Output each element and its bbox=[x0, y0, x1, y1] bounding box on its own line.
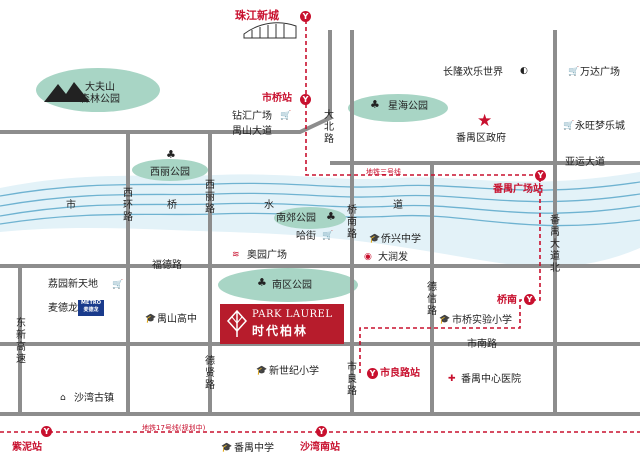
shawan-town-label: 沙湾古镇 bbox=[74, 393, 114, 404]
panyu-gov-label: 番禺区政府 bbox=[456, 133, 506, 144]
fude-road-label: 福德路 bbox=[152, 260, 182, 271]
nanqu-park-label: 南区公园 bbox=[272, 280, 312, 291]
shopping-cart-icon: 🛒 bbox=[280, 111, 292, 121]
park-tree-icon: ♣ bbox=[166, 148, 176, 161]
panyu-hospital-label: 番禺中心医院 bbox=[461, 374, 521, 385]
dexin-road-label: 德信路 bbox=[427, 282, 437, 317]
yayun-road-label: 亚运大道 bbox=[565, 157, 605, 168]
xinghai-park-area bbox=[348, 94, 448, 122]
shopping-cart-icon: 🛒 bbox=[112, 280, 124, 290]
aoyuan-logo-icon: ≋ bbox=[232, 250, 240, 260]
shopping-cart-icon: 🛒 bbox=[568, 67, 580, 77]
xihuan-road-label: 西环路 bbox=[123, 188, 133, 223]
shopping-cart-icon: 🛒 bbox=[322, 231, 334, 241]
liyuan-label: 荔园新天地 bbox=[48, 279, 98, 290]
panda-icon: ◐ bbox=[520, 66, 528, 76]
zini-station-label: 紫泥站 bbox=[12, 442, 42, 453]
park-tree-icon: ♣ bbox=[257, 276, 267, 289]
metro-station-icon: Y bbox=[367, 368, 378, 379]
graduation-cap-icon: 🎓 bbox=[369, 234, 381, 244]
metro-station-icon: Y bbox=[535, 170, 546, 181]
qiaonan-road-label: 桥南路 bbox=[347, 205, 357, 240]
shiqiao-station-label: 市桥站 bbox=[262, 93, 292, 104]
river-label-shui: 水 bbox=[264, 200, 274, 211]
xili-park-area bbox=[132, 159, 208, 181]
shiqiao-exp-school-label: 市桥实验小学 bbox=[452, 315, 512, 326]
river-waves bbox=[0, 181, 640, 227]
dadunfa-logo-icon: ◉ bbox=[364, 252, 372, 262]
dexian-road-label: 德贤路 bbox=[205, 356, 215, 391]
graduation-cap-icon: 🎓 bbox=[145, 314, 157, 324]
panyu-square-station-label: 番禺广场站 bbox=[493, 184, 543, 195]
dabei-road-label: 大北路 bbox=[324, 110, 334, 145]
river-label-shi: 市 bbox=[66, 200, 76, 211]
shiliang-station-label: 市良路站 bbox=[380, 368, 420, 379]
metro-station-icon: Y bbox=[300, 11, 311, 22]
park-tree-icon: ♣ bbox=[326, 210, 336, 223]
dadunfa-label: 大润发 bbox=[378, 252, 408, 263]
metro-station-icon: Y bbox=[300, 94, 311, 105]
park-tree-icon: ♣ bbox=[370, 98, 380, 111]
brand-name-cn: 时代柏林 bbox=[252, 324, 309, 338]
landmark-icon: ⌂ bbox=[60, 393, 66, 403]
xinshiji-school-label: 新世纪小学 bbox=[269, 366, 319, 377]
wanda-label: 万达广场 bbox=[580, 67, 620, 78]
nanjiao-park-label: 南郊公园 bbox=[276, 213, 316, 224]
yongwang-label: 永旺梦乐城 bbox=[575, 121, 625, 132]
shawan-south-station-label: 沙湾南站 bbox=[300, 442, 340, 453]
shinan-road-label: 市南路 bbox=[467, 339, 497, 350]
shiliang-road-label: 市良路 bbox=[347, 362, 357, 397]
hajie-label: 哈街 bbox=[296, 231, 316, 242]
park-laurel-marker: PARK LAUREL 时代柏林 bbox=[220, 304, 344, 344]
graduation-cap-icon: 🎓 bbox=[439, 315, 451, 325]
dafushan-label: 大夫山 森林公园 bbox=[80, 82, 120, 105]
hospital-cross-icon: ✚ bbox=[448, 374, 456, 384]
river-label-dao: 道 bbox=[393, 200, 403, 211]
xili-road-label: 西丽路 bbox=[205, 180, 215, 215]
line17-label: 地铁17号线(规划中) bbox=[142, 424, 206, 432]
metro-station-icon: Y bbox=[41, 426, 52, 437]
zhujiang-building-icon bbox=[243, 22, 297, 39]
mountain-icon bbox=[44, 82, 90, 102]
qiaonan-station-label: 桥南 bbox=[497, 295, 517, 306]
zhoushan-school-label: 禺山高中 bbox=[157, 314, 197, 325]
panyu-school-label: 番禺中学 bbox=[234, 443, 274, 454]
government-star-icon: ★ bbox=[477, 111, 493, 131]
panyu-dadao-north-label: 番禺大道北 bbox=[550, 215, 560, 274]
line3-label: 地铁三号线 bbox=[366, 168, 401, 176]
nanjiao-park-area bbox=[274, 207, 346, 229]
park-laurel-logo-icon bbox=[226, 309, 248, 337]
zhoushan-dadao-label: 禺山大道 bbox=[232, 126, 272, 137]
metro-line-3 bbox=[305, 20, 541, 374]
maidelong-label: 麦德龙 bbox=[48, 303, 78, 314]
graduation-cap-icon: 🎓 bbox=[221, 443, 233, 453]
xili-park-label: 西丽公园 bbox=[150, 167, 190, 178]
metro-station-icon: Y bbox=[316, 426, 327, 437]
dongxin-gaosu-label: 东新高速 bbox=[16, 318, 26, 365]
qiaoxing-school-label: 侨兴中学 bbox=[381, 234, 421, 245]
shopping-cart-icon: 🛒 bbox=[563, 121, 575, 131]
metro-logo-badge: METRO 麦德龙 bbox=[78, 300, 104, 316]
brand-name-en: PARK LAUREL bbox=[252, 309, 333, 320]
graduation-cap-icon: 🎓 bbox=[256, 366, 268, 376]
xinghai-park-label: 星海公园 bbox=[388, 101, 428, 112]
changlong-label: 长隆欢乐世界 bbox=[443, 67, 503, 78]
zuanhui-label: 钻汇广场 bbox=[232, 111, 272, 122]
road-network bbox=[0, 30, 640, 416]
metro-station-icon: Y bbox=[524, 294, 535, 305]
nanqu-park-area bbox=[218, 268, 358, 302]
aoyuan-label: 奥园广场 bbox=[247, 250, 287, 261]
zhujiang-xincheng-label: 珠江新城 bbox=[235, 9, 279, 22]
river-label-qiao: 桥 bbox=[167, 200, 177, 211]
